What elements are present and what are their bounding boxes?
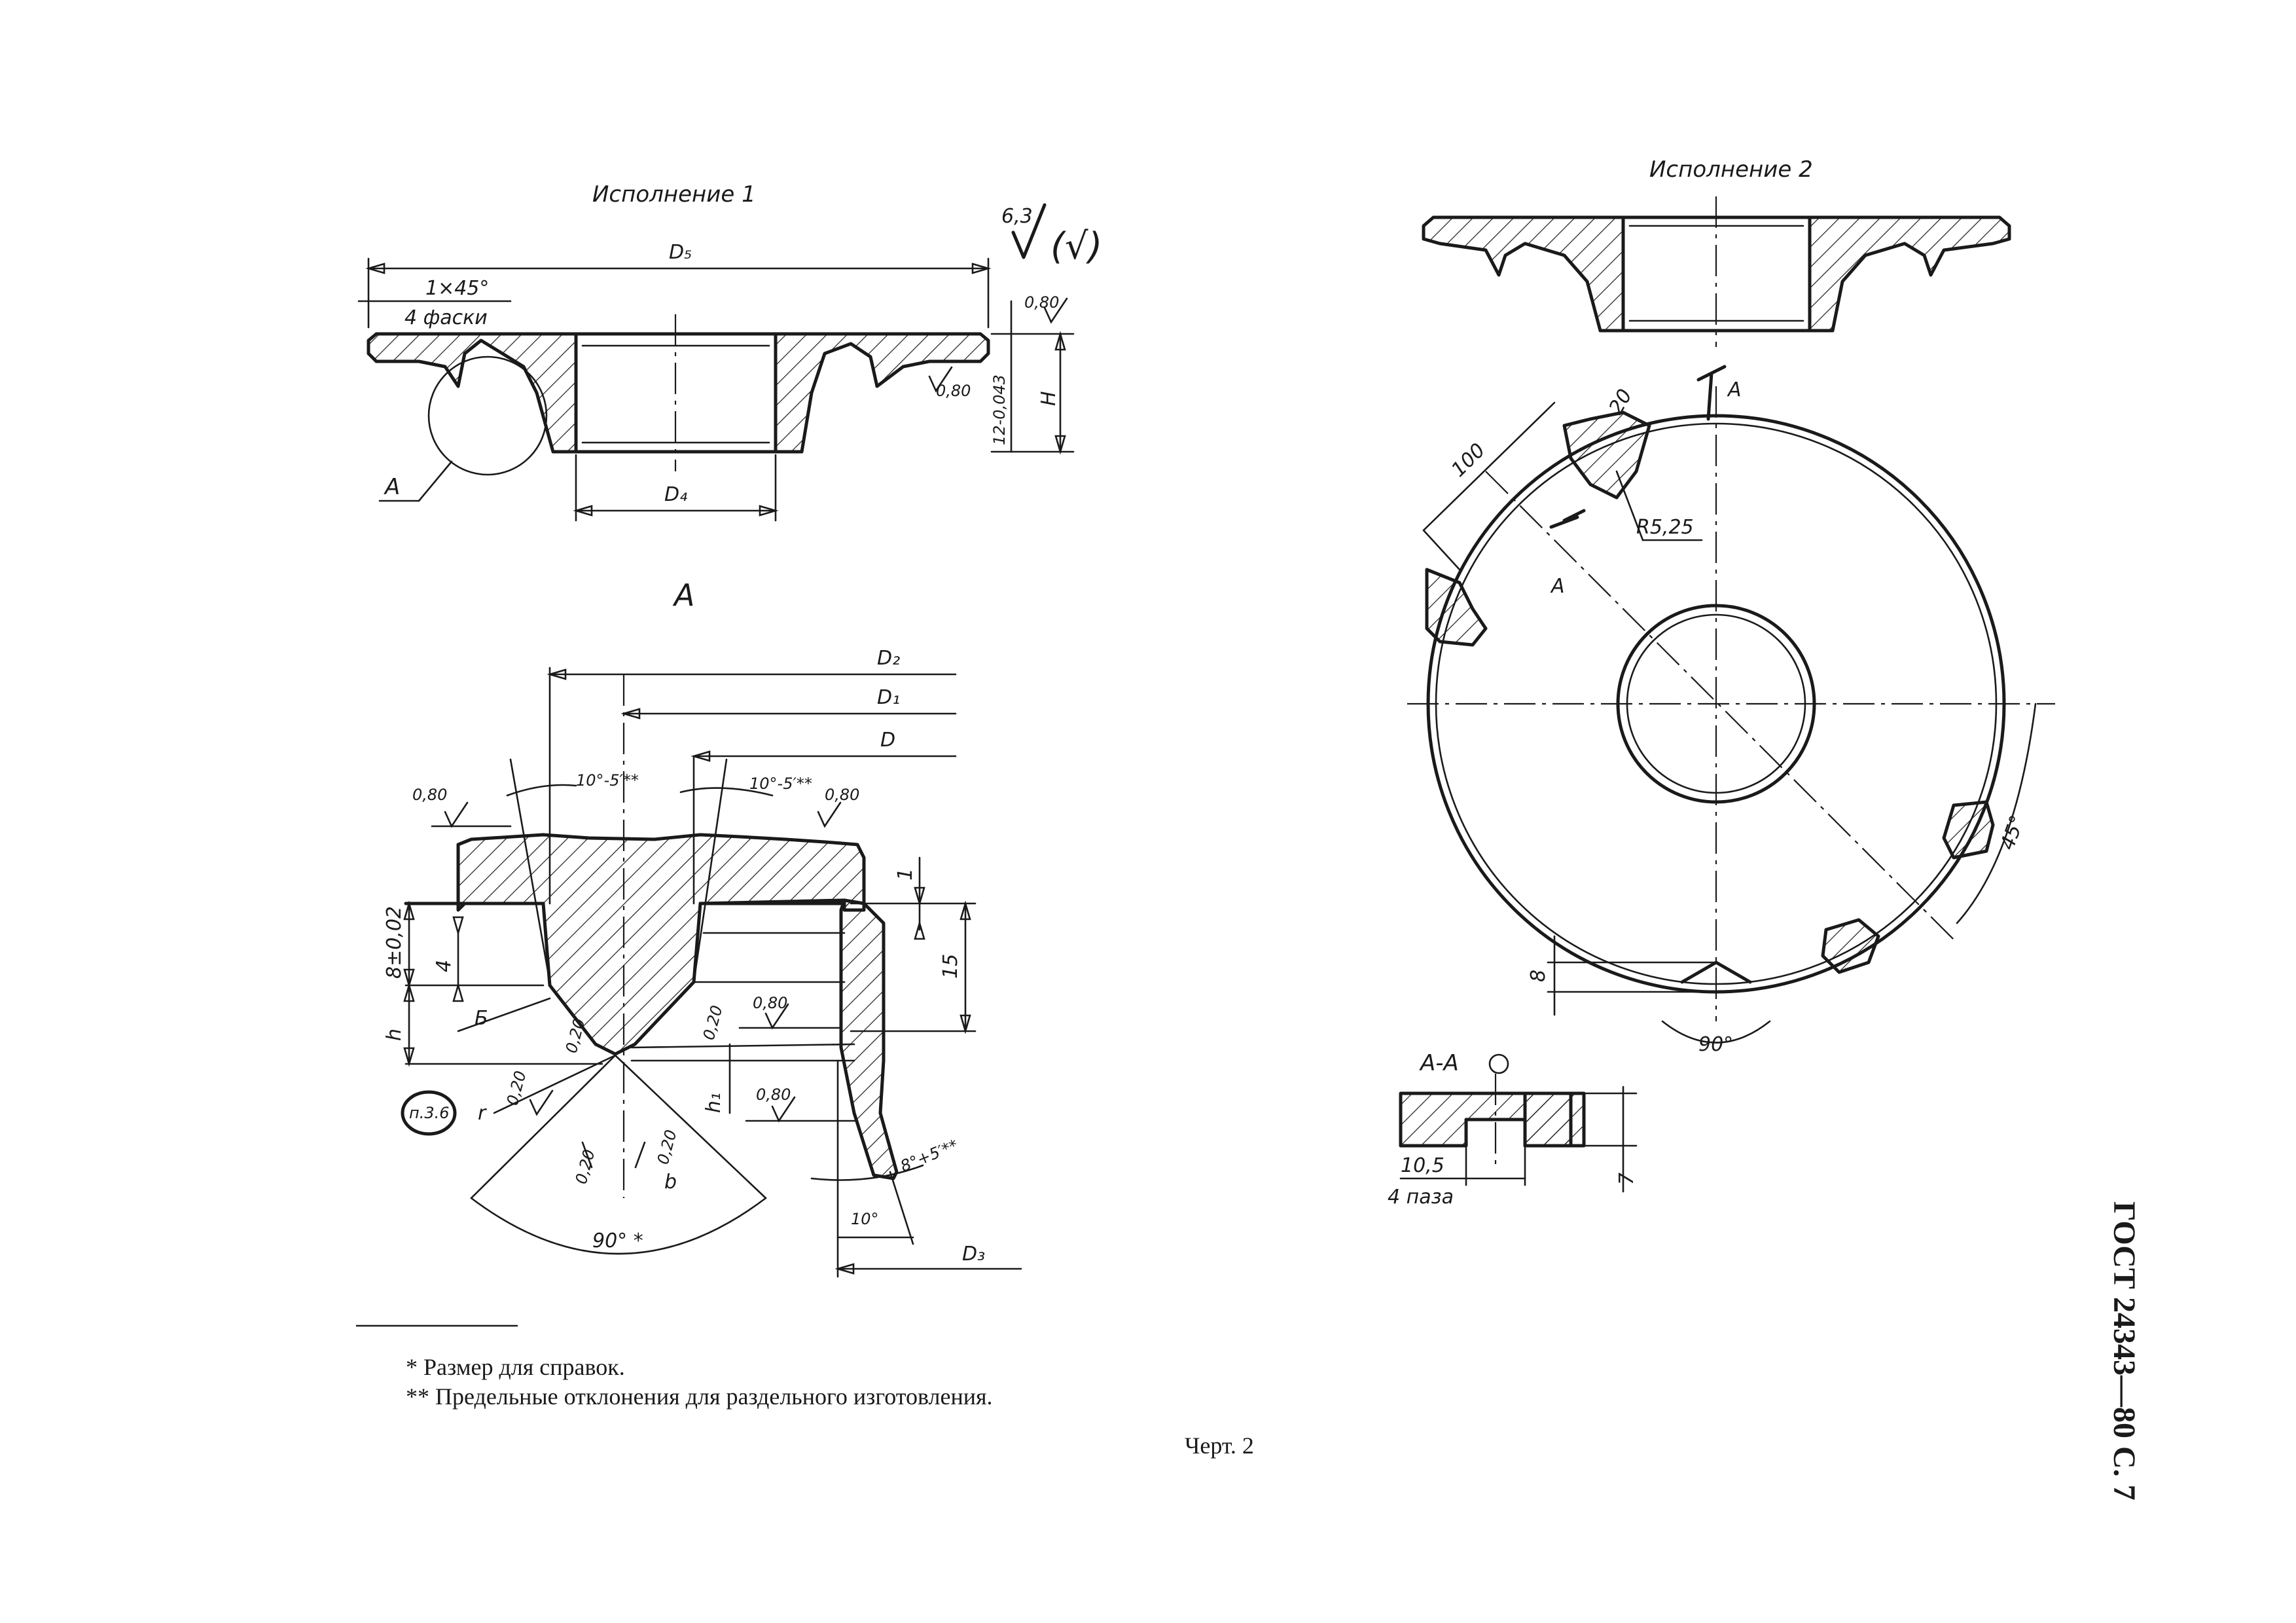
radius-label: R5,25 — [1636, 516, 1694, 539]
detail-body — [456, 833, 866, 1056]
dim-h: H — [1037, 391, 1060, 406]
section-mark-bottom: A — [1550, 575, 1565, 598]
dim-15: 15 — [939, 954, 962, 979]
angle-left: 10°-5′** — [576, 771, 639, 790]
execution-1-left-section — [367, 332, 578, 454]
dim-d2: D₂ — [877, 647, 900, 670]
detail-a-view: A D₂ D₁ D 10°-5′** 10°-5′** — [383, 577, 1022, 1278]
slot-3 — [1942, 800, 1995, 860]
angle-90-plan: 90° — [1698, 1033, 1733, 1056]
rough-080-d: 0,80 — [756, 1085, 791, 1104]
rough-080-c: 0,80 — [753, 994, 787, 1012]
detail-a-circle — [427, 356, 548, 476]
dim-7: 7 — [1615, 1173, 1638, 1185]
roughness-side: 0,80 — [936, 382, 971, 400]
angle-45: 45° — [1996, 812, 2030, 853]
execution-1-caption: Исполнение 1 — [592, 181, 756, 208]
dim-d1: D₁ — [877, 686, 900, 709]
angle-90: 90° * — [592, 1230, 643, 1252]
rough-020-b: 0,20 — [700, 1004, 726, 1042]
dim-100: 100 — [1447, 439, 1490, 481]
chamfer-count: 4 фаски — [404, 306, 488, 329]
execution-2-right-section — [1808, 215, 2011, 333]
execution-1-view: Исполнение 1 A D₅ 1×45° 4 фаски D₄ — [357, 181, 1102, 522]
rotation-icon — [1488, 1053, 1509, 1074]
section-aa-right — [1523, 1091, 1586, 1148]
dim-d3: D₃ — [962, 1243, 985, 1266]
detail-right-wall — [839, 898, 899, 1180]
execution-2-view: Исполнение 2 — [1422, 156, 2011, 347]
label-b-cyr: Б — [475, 1007, 488, 1030]
slots-note: 4 паза — [1388, 1186, 1454, 1209]
slot-1 — [1425, 568, 1488, 647]
figure-label: Черт. 2 — [1185, 1432, 1254, 1459]
detail-a-caption: A — [672, 577, 694, 613]
roughness-main: 6,3 — [1001, 205, 1033, 228]
section-mark-top: A — [1727, 378, 1742, 401]
label-b: b — [664, 1171, 677, 1194]
dim-105: 10,5 — [1401, 1154, 1444, 1177]
roughness-icon — [1011, 203, 1047, 259]
section-aa: A-A 10,5 4 паза 7 — [1388, 1050, 1638, 1209]
section-aa-caption: A-A — [1419, 1050, 1459, 1076]
angle-right: 10°-5′** — [749, 775, 812, 793]
page-header: ГОСТ 24343—80 С. 7 — [2107, 1201, 2142, 1501]
slot-2 — [1562, 410, 1651, 500]
rough-020-d: 0,20 — [572, 1148, 599, 1186]
dim-8: 8±0,02 — [383, 906, 406, 979]
roughness-icon-a — [444, 801, 469, 828]
slot-4 — [1821, 918, 1880, 974]
dim-4: 4 — [433, 960, 456, 972]
angle-8: 8°+5′** — [898, 1136, 961, 1175]
label-r: r — [478, 1102, 487, 1125]
plan-view: 100 20 A A R5,25 45° 90° 8 — [1407, 365, 2055, 1056]
rough-080-a: 0,80 — [412, 786, 447, 804]
roughness-top-icon — [1043, 297, 1068, 324]
dim-d4: D₄ — [664, 483, 687, 506]
angle-10: 10° — [851, 1210, 879, 1228]
detail-ref-label: A — [384, 474, 400, 500]
chamfer-size: 1×45° — [425, 277, 489, 300]
roughness-top: 0,80 — [1024, 293, 1059, 312]
rough-020-e: 0,20 — [654, 1128, 681, 1167]
dim-1: 1 — [894, 868, 917, 881]
execution-2-caption: Исполнение 2 — [1649, 156, 1813, 183]
ref-circle — [401, 1090, 457, 1136]
roughness-icon-b — [817, 801, 842, 828]
ref-p36: п.3.6 — [409, 1104, 450, 1122]
dim-20: 20 — [1605, 385, 1637, 418]
footnote-1: * Размер для справок. — [406, 1354, 625, 1380]
execution-2-left-section — [1422, 215, 1625, 333]
dim-h1: h₁ — [702, 1093, 725, 1113]
roughness-other: (√) — [1050, 225, 1102, 268]
rough-080-b: 0,80 — [825, 786, 859, 804]
rough-020-a: 0,20 — [562, 1017, 589, 1055]
footnote-2: ** Предельные отклонения для раздельного… — [406, 1383, 993, 1410]
section-arrow-bottom — [1549, 509, 1586, 529]
section-arrow-top — [1696, 365, 1727, 421]
execution-1-right-section — [774, 332, 990, 454]
dim-height-tolerance: 12-0,043 — [990, 374, 1009, 445]
dim-8-plan: 8 — [1527, 970, 1550, 982]
dim-d: D — [880, 729, 895, 752]
roughness-side-icon — [928, 366, 953, 393]
dim-h-left: h — [383, 1029, 406, 1041]
dim-d5: D₅ — [669, 241, 692, 264]
